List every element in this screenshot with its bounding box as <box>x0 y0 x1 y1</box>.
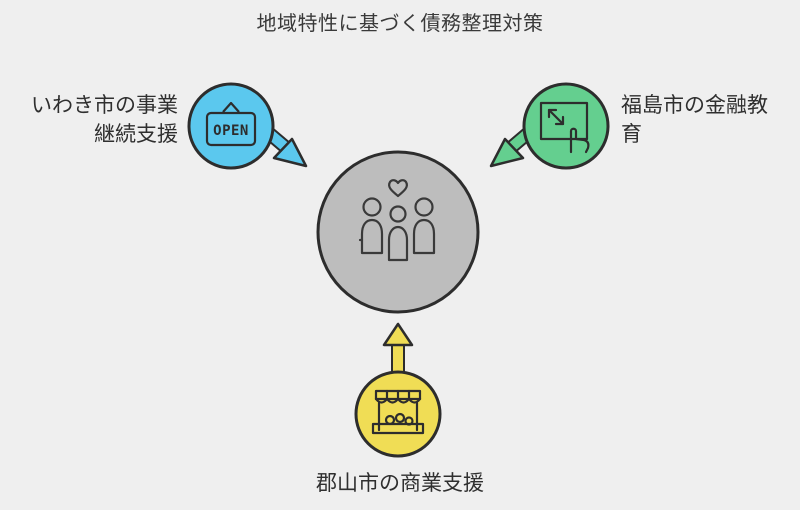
label-fukushima-line-2: 育 <box>621 122 642 146</box>
node-fukushima <box>522 82 610 170</box>
label-koriyama: 郡山市の商業支援 <box>0 469 800 498</box>
market-stall-icon <box>371 389 425 435</box>
open-sign-text: OPEN <box>213 123 249 139</box>
touch-screen-icon <box>539 101 590 154</box>
label-iwaki-line-2: 継続支援 <box>94 122 178 146</box>
label-iwaki-line-1: いわき市の事業 <box>31 93 178 117</box>
label-fukushima: 福島市の金融教 育 <box>621 91 768 149</box>
label-fukushima-line-1: 福島市の金融教 <box>621 93 768 117</box>
center-node <box>316 150 480 314</box>
label-iwaki: いわき市の事業 継続支援 <box>31 91 178 149</box>
arrow-koriyama <box>382 322 414 372</box>
open-sign-icon: OPEN <box>205 101 257 147</box>
diagram-title: 地域特性に基づく債務整理対策 <box>256 11 544 35</box>
node-koriyama <box>354 370 442 458</box>
family-heart-icon <box>358 179 436 262</box>
label-koriyama-line-1: 郡山市の商業支援 <box>316 471 484 495</box>
node-iwaki: OPEN <box>187 82 275 170</box>
